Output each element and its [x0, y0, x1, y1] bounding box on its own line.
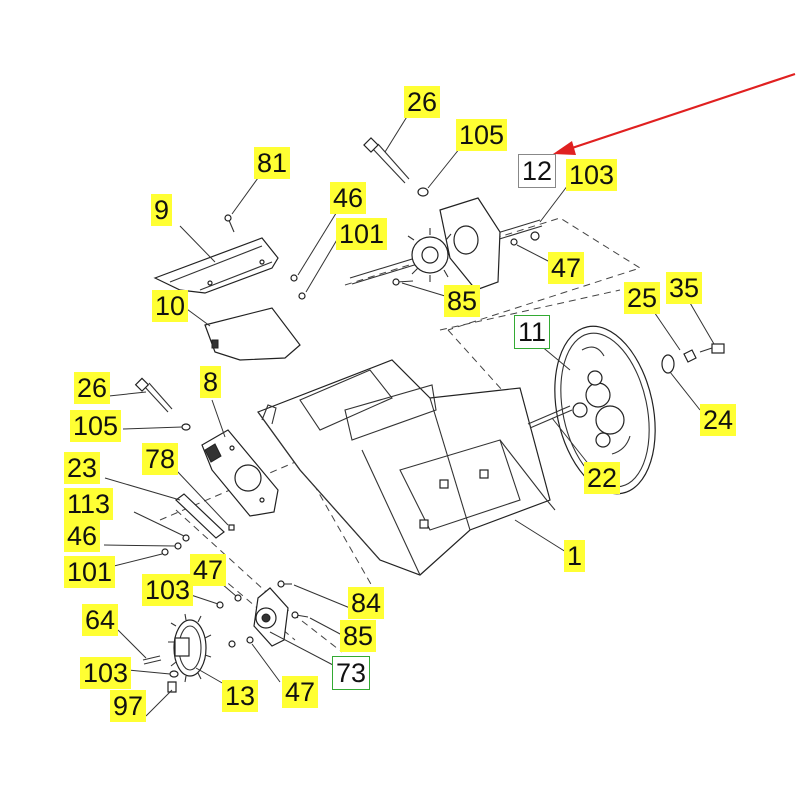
cover-9 — [153, 214, 279, 294]
callout-11: 11 — [514, 315, 551, 349]
bearing-housing-73 — [253, 580, 309, 647]
callout-105-left: 105 — [70, 410, 122, 442]
callout-105-top: 105 — [456, 119, 508, 151]
callout-103-top: 103 — [566, 159, 618, 191]
callout-103-mid: 103 — [142, 574, 194, 606]
bolt-35 — [699, 343, 725, 354]
callout-85-bottom: 85 — [340, 620, 377, 652]
nut-103-lower — [228, 640, 236, 648]
nut-103-bottom — [169, 670, 179, 678]
washer-24 — [661, 354, 675, 374]
plate-23 — [175, 493, 235, 539]
callout-101-top: 101 — [336, 218, 388, 250]
callout-26-top: 26 — [404, 86, 441, 118]
side-plate-8 — [201, 429, 279, 517]
plate-10 — [204, 307, 301, 361]
pin-64 — [142, 655, 162, 665]
nut-101-left — [161, 548, 169, 556]
callout-1: 1 — [564, 540, 586, 572]
main-housing-1 — [257, 359, 556, 576]
bolt-26-left — [134, 377, 173, 413]
callout-84: 84 — [348, 587, 385, 619]
callout-85-top: 85 — [444, 285, 481, 317]
callout-113: 113 — [64, 488, 114, 520]
callout-22: 22 — [584, 462, 621, 494]
callout-23: 23 — [64, 452, 101, 484]
nut-97 — [167, 681, 177, 693]
washer-46-left — [174, 542, 182, 550]
callout-46-left: 46 — [64, 520, 101, 552]
washer-46-top — [290, 274, 298, 282]
nut-105-left — [181, 423, 191, 431]
callout-25: 25 — [624, 282, 661, 314]
callout-73: 73 — [332, 656, 371, 690]
washer-47-mid — [234, 594, 242, 602]
callout-35: 35 — [666, 272, 703, 304]
callout-10: 10 — [152, 290, 189, 322]
callout-103-bottom: 103 — [80, 657, 132, 689]
pin-22 — [527, 405, 573, 429]
callout-81: 81 — [254, 147, 291, 179]
callout-46-top: 46 — [330, 182, 367, 214]
callout-13: 13 — [222, 680, 259, 712]
bolt-26-top — [363, 137, 410, 184]
callout-47-bottom: 47 — [282, 676, 319, 708]
washer-47-bottom — [246, 636, 254, 644]
small-bolts-47-85 — [392, 231, 540, 286]
nut-103-mid — [216, 601, 224, 609]
callout-47-mid: 47 — [190, 554, 227, 586]
nut-101-top — [298, 292, 306, 300]
callout-47-top: 47 — [548, 252, 585, 284]
callout-24: 24 — [700, 404, 737, 436]
sprocket-13 — [168, 613, 212, 683]
callout-8: 8 — [200, 366, 222, 398]
shaft-assembly-12 — [349, 197, 543, 291]
red-pointer-arrow — [553, 72, 796, 155]
nut-105-top — [417, 187, 429, 197]
callout-9: 9 — [151, 194, 173, 226]
wheel-disc-11 — [554, 325, 656, 495]
callout-78: 78 — [142, 443, 179, 475]
washer-113 — [182, 534, 190, 542]
callout-64: 64 — [82, 604, 119, 636]
callout-12: 12 — [518, 154, 557, 188]
callout-26-left: 26 — [74, 372, 111, 404]
clip-25 — [683, 349, 697, 363]
callout-97: 97 — [110, 690, 147, 722]
callout-101-left: 101 — [64, 556, 116, 588]
